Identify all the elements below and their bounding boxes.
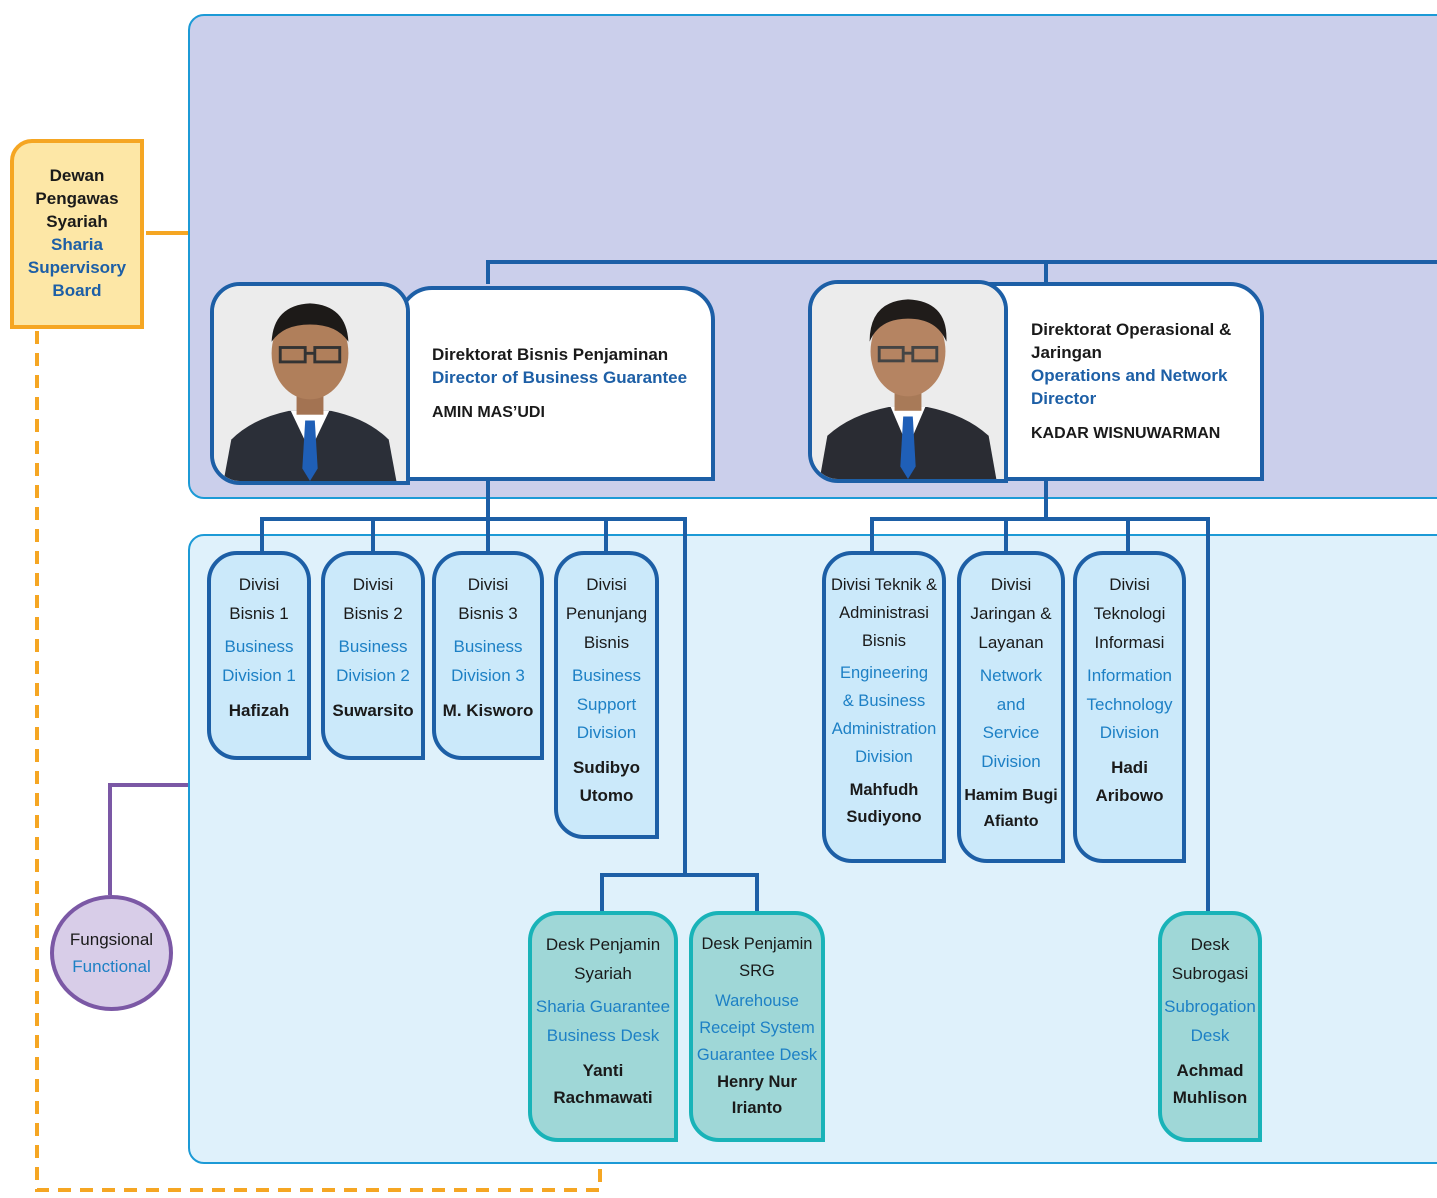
- division-title-id: Divisi Bisnis 1: [229, 575, 289, 623]
- director-business-guarantee: Direktorat Bisnis Penjaminan Director of…: [398, 286, 715, 481]
- division-title-en: Business Division 2: [336, 636, 410, 685]
- division-title-id: Divisi Penunjang Bisnis: [565, 575, 648, 652]
- division-title-en: Network and Service Division: [979, 665, 1043, 772]
- desk-warehouse-receipt-guarantee: Desk Penjamin SRG Warehouse Receipt Syst…: [689, 911, 825, 1142]
- division-title-id: Divisi Teknik & Administrasi Bisnis: [830, 576, 938, 651]
- division-head: Suwarsito: [332, 700, 414, 720]
- sharia-board-name-en: Sharia Supervisory Board: [27, 235, 127, 300]
- division-title-en: Business Division 3: [451, 636, 525, 685]
- desk-head: Henry Nur Irianto: [717, 1072, 797, 1117]
- division-head: Hamim Bugi Afianto: [964, 787, 1058, 830]
- director-name: AMIN MAS’UDI: [432, 403, 545, 421]
- person-portrait-icon: [812, 284, 1004, 479]
- functional-connector: [108, 783, 188, 895]
- division-business-1: Divisi Bisnis 1 Business Division 1 Hafi…: [207, 551, 311, 760]
- director-title-en: Director of Business Guarantee: [432, 367, 688, 387]
- director-name: KADAR WISNUWARMAN: [1031, 424, 1221, 442]
- desk-head: Achmad Muhlison: [1172, 1060, 1248, 1107]
- director-title-en: Operations and Network Director: [1031, 365, 1228, 408]
- division-network-service: Divisi Jaringan & Layanan Network and Se…: [957, 551, 1065, 863]
- desk-title-en: Sharia Guarantee Business Desk: [535, 996, 671, 1045]
- desk-title-en: Warehouse Receipt System Guarantee Desk: [696, 992, 818, 1064]
- division-head: M. Kisworo: [442, 700, 534, 720]
- desk-title-en: Subrogation Desk: [1164, 996, 1256, 1045]
- division-head: Hadi Aribowo: [1095, 758, 1164, 805]
- division-business-support: Divisi Penunjang Bisnis Business Support…: [554, 551, 659, 839]
- division-title-en: Information Technology Division: [1086, 665, 1173, 743]
- division-title-id: Divisi Bisnis 2: [343, 575, 403, 623]
- director-photo-kadar: [808, 280, 1008, 483]
- division-business-2: Divisi Bisnis 2 Business Division 2 Suwa…: [321, 551, 425, 760]
- sharia-supervisory-board: Dewan Pengawas Syariah Sharia Supervisor…: [10, 139, 144, 329]
- sharia-board-name-id: Dewan Pengawas Syariah: [35, 166, 119, 232]
- functional-label-en: Functional: [72, 957, 151, 976]
- division-head: Hafizah: [228, 700, 290, 720]
- division-title-id: Divisi Jaringan & Layanan: [970, 575, 1052, 652]
- desk-title-id: Desk Penjamin Syariah: [545, 935, 661, 983]
- division-title-en: Business Support Division: [572, 665, 641, 743]
- division-title-id: Divisi Teknologi Informasi: [1093, 575, 1166, 652]
- functional-label-id: Fungsional: [69, 929, 154, 949]
- division-head: Sudibyo Utomo: [572, 758, 641, 805]
- division-title-id: Divisi Bisnis 3: [458, 575, 518, 623]
- functional-unit: Fungsional Functional: [50, 895, 173, 1011]
- director-title-id: Direktorat Bisnis Penjaminan: [432, 344, 669, 364]
- desk-title-id: Desk Subrogasi: [1171, 935, 1249, 983]
- division-head: Mahfudh Sudiyono: [846, 781, 922, 826]
- director-photo-amin: [210, 282, 410, 485]
- division-title-en: Business Division 1: [222, 636, 296, 685]
- division-engineering-business-administration: Divisi Teknik & Administrasi Bisnis Engi…: [822, 551, 946, 863]
- desk-sharia-guarantee: Desk Penjamin Syariah Sharia Guarantee B…: [528, 911, 678, 1142]
- desk-title-id: Desk Penjamin SRG: [701, 935, 813, 980]
- division-information-technology: Divisi Teknologi Informasi Information T…: [1073, 551, 1186, 863]
- desk-head: Yanti Rachmawati: [553, 1060, 653, 1107]
- division-title-en: Engineering & Business Administration Di…: [831, 664, 937, 767]
- person-portrait-icon: [214, 286, 406, 481]
- desk-subrogation: Desk Subrogasi Subrogation Desk Achmad M…: [1158, 911, 1262, 1142]
- director-title-id: Direktorat Operasional & Jaringan: [1031, 319, 1232, 362]
- division-business-3: Divisi Bisnis 3 Business Division 3 M. K…: [432, 551, 544, 760]
